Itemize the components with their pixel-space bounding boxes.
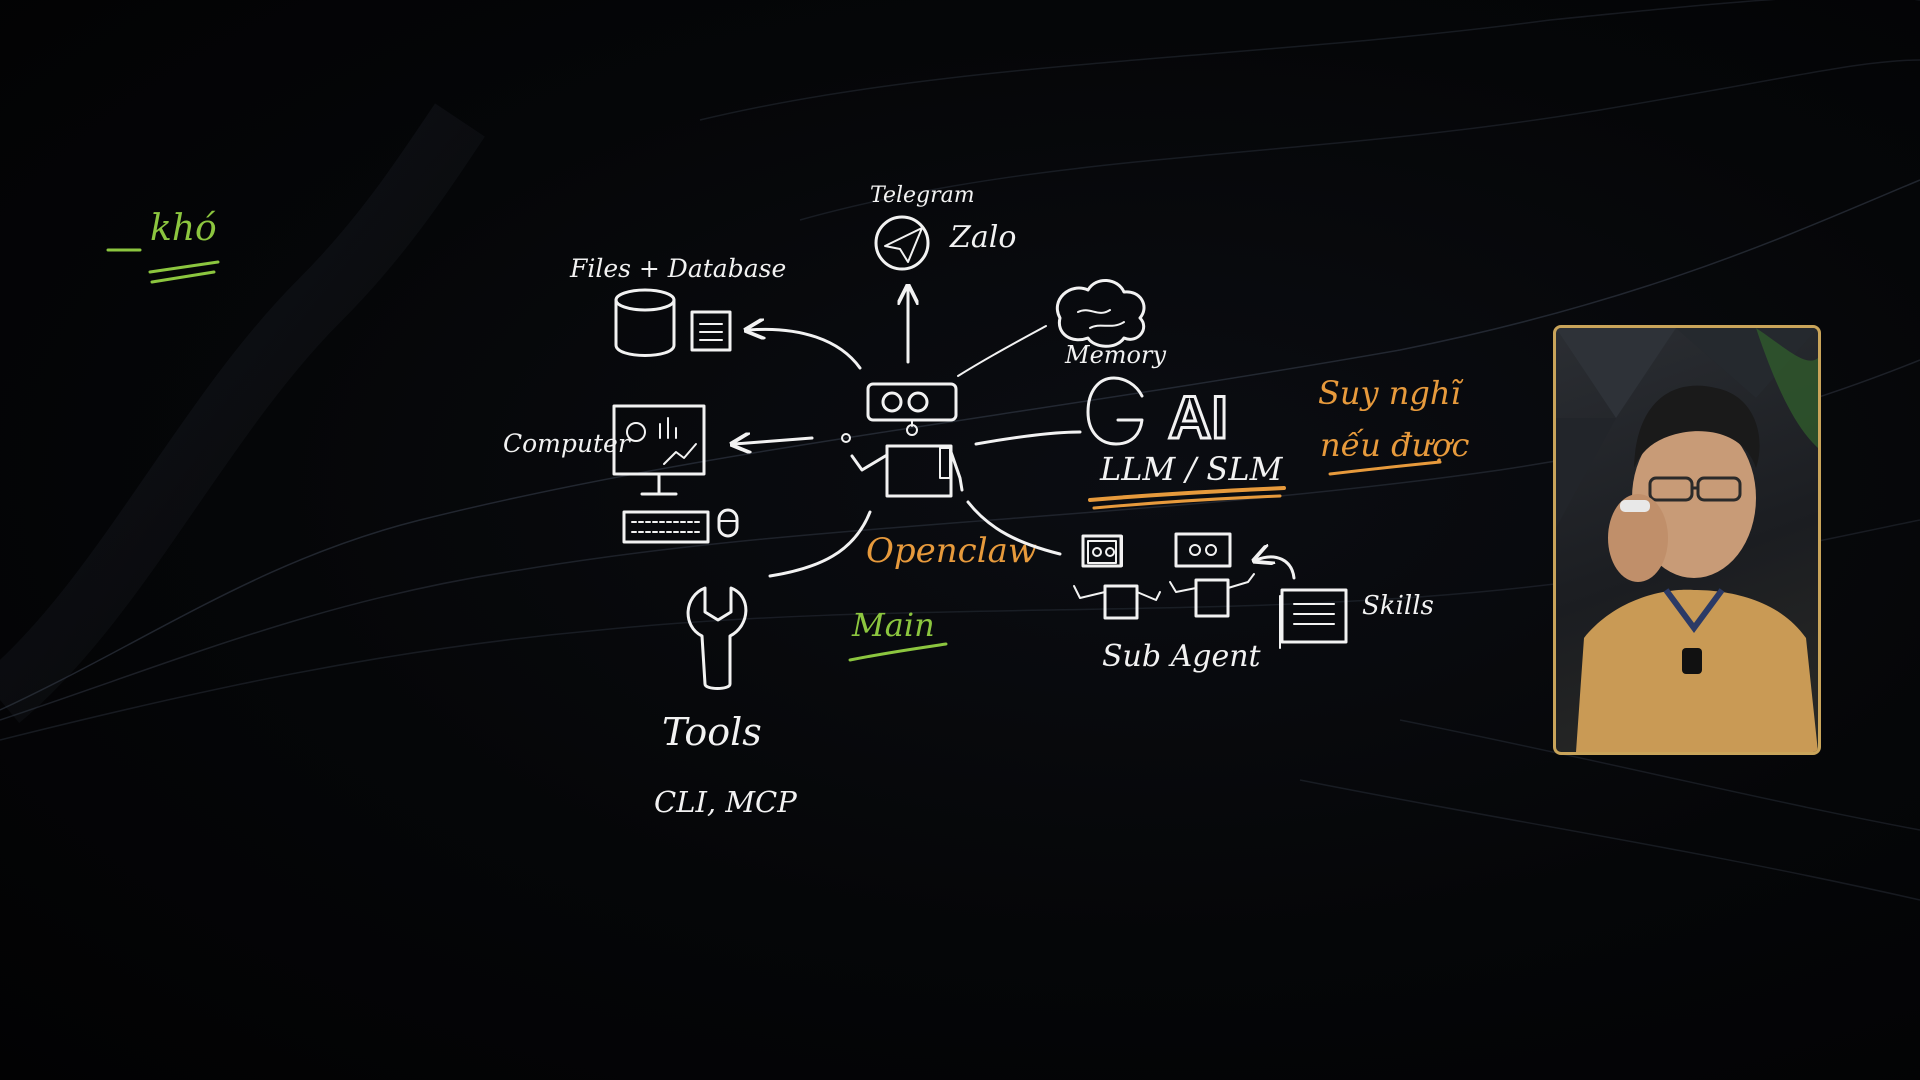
skills-label: Skills bbox=[1362, 591, 1434, 621]
tools-node: Tools CLI, MCP bbox=[654, 586, 797, 819]
files-database-label: Files + Database bbox=[569, 254, 786, 283]
sub-agent-robot-icon-2 bbox=[1169, 532, 1255, 618]
monitor-icon bbox=[612, 404, 706, 496]
files-database-node: Files + Database bbox=[569, 254, 786, 357]
telegram-node: Telegram Zalo bbox=[870, 183, 1016, 271]
telegram-label: Telegram bbox=[870, 183, 975, 208]
line-to-sub-agent bbox=[966, 500, 1062, 556]
suy-nghi-note: Suy nghĩ bbox=[1318, 374, 1463, 412]
openclaw-robot-icon bbox=[841, 382, 964, 498]
database-icon bbox=[614, 288, 676, 357]
main-label: Main bbox=[851, 606, 935, 644]
line-to-memory bbox=[957, 325, 1047, 377]
cli-mcp-label: CLI, MCP bbox=[654, 785, 797, 819]
document-icon bbox=[690, 310, 732, 352]
kho-note: khó bbox=[150, 208, 217, 249]
llm-slm-label: LLM / SLM bbox=[1099, 450, 1284, 488]
telegram-icon bbox=[874, 215, 930, 271]
arrow-skills-to-sub-agent bbox=[1256, 557, 1296, 580]
arrow-to-computer bbox=[734, 438, 814, 444]
connectors bbox=[734, 288, 1296, 580]
skills-node: Skills bbox=[1279, 588, 1434, 649]
brain-icon bbox=[1055, 279, 1146, 348]
line-to-llm bbox=[974, 430, 1082, 446]
orange-notes: Suy nghĩ nếu được bbox=[1318, 374, 1469, 476]
sub-agent-node: Sub Agent bbox=[1073, 532, 1262, 674]
neu-duoc-note: nếu được bbox=[1320, 426, 1469, 464]
memory-label: Memory bbox=[1064, 341, 1166, 369]
llm-node: AI LLM / SLM bbox=[1086, 376, 1286, 510]
arrow-to-files bbox=[748, 329, 862, 370]
openclaw-label: Openclaw bbox=[866, 531, 1037, 571]
tools-label: Tools bbox=[662, 710, 762, 754]
presenter-avatar bbox=[1556, 328, 1818, 752]
keyboard-icon bbox=[622, 510, 710, 544]
ai-logo-label: AI bbox=[1168, 384, 1228, 451]
openclaw-label-group: Openclaw Main bbox=[848, 531, 1037, 662]
green-note: khó bbox=[106, 208, 220, 284]
mouse-icon bbox=[717, 508, 739, 538]
skills-document-icon bbox=[1279, 588, 1348, 649]
line-to-tools bbox=[768, 510, 872, 578]
presenter-webcam bbox=[1553, 325, 1821, 755]
zalo-label: Zalo bbox=[949, 220, 1016, 255]
sub-agent-robot-icon bbox=[1073, 534, 1161, 620]
sub-agent-label: Sub Agent bbox=[1102, 639, 1262, 674]
computer-label: Computer bbox=[503, 429, 632, 458]
memory-node: Memory bbox=[1055, 279, 1166, 369]
google-g-icon bbox=[1086, 376, 1144, 446]
wrench-icon bbox=[686, 586, 748, 690]
background-waves bbox=[0, 0, 1920, 901]
computer-node: Computer bbox=[503, 404, 739, 544]
